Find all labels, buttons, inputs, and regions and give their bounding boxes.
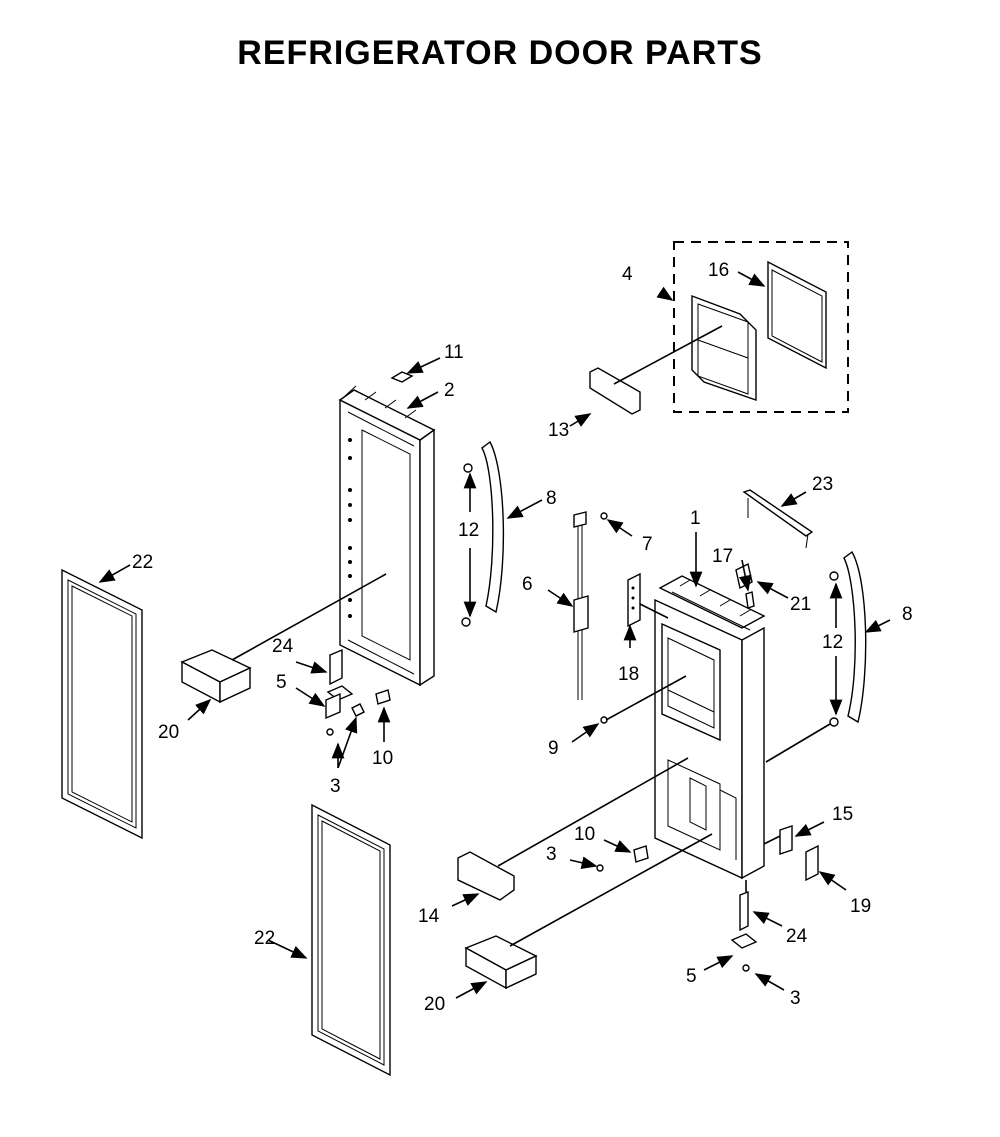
callout-21: 21 (790, 594, 811, 615)
callout-2: 2 (444, 380, 455, 401)
callout-16: 16 (708, 260, 729, 281)
leader-lines (98, 271, 891, 999)
bracket-clip (805, 844, 819, 882)
dispenser-cover (457, 851, 515, 901)
callout-7: 7 (642, 534, 653, 555)
left-door (338, 385, 436, 687)
callout-22-left: 22 (132, 552, 153, 573)
callout-3-mid: 3 (546, 844, 557, 865)
callout-3-left: 3 (330, 776, 341, 797)
callout-5-left: 5 (276, 672, 287, 693)
callout-4: 4 (622, 264, 633, 285)
callout-19: 19 (850, 896, 871, 917)
callout-5-right: 5 (686, 966, 697, 987)
callout-1: 1 (690, 508, 701, 529)
callout-10-right: 10 (574, 824, 595, 845)
callout-6: 6 (522, 574, 533, 595)
left-lower-hinge-parts (325, 648, 391, 736)
callout-24-right: 24 (786, 926, 808, 947)
callout-20-left: 20 (158, 722, 179, 743)
top-bracket (742, 489, 814, 549)
callout-18: 18 (618, 664, 639, 685)
ice-door-assembly-group (673, 241, 849, 413)
callout-17: 17 (712, 546, 733, 567)
right-door-gasket (311, 803, 391, 1077)
callout-15: 15 (832, 804, 853, 825)
page-title: REFRIGERATOR DOOR PARTS (237, 34, 763, 72)
ice-chute-bucket (589, 367, 641, 415)
hinge-cap (390, 371, 414, 383)
left-door-handle (481, 440, 505, 614)
callout-numbers: 11 2 8 12 22 24 5 20 10 3 22 4 16 13 23 … (132, 260, 913, 1015)
cover-plate (779, 825, 793, 855)
callout-24-left: 24 (272, 636, 294, 657)
callout-10-left: 10 (372, 748, 393, 769)
door-rod (573, 511, 589, 700)
callout-14: 14 (418, 906, 440, 927)
callout-13: 13 (548, 420, 569, 441)
right-door-handle (843, 550, 867, 724)
right-door-dispenser (654, 575, 766, 880)
callout-8-left: 8 (546, 488, 557, 509)
callout-12-right: 12 (822, 632, 843, 653)
callout-9: 9 (548, 738, 559, 759)
callout-12-left: 12 (458, 520, 479, 541)
right-lower-hinge-parts (596, 845, 758, 972)
callout-20-lower: 20 (424, 994, 445, 1015)
left-door-bin (180, 649, 252, 704)
lower-door-bin (464, 935, 538, 990)
control-module (627, 572, 641, 628)
callout-22-lower: 22 (254, 928, 275, 949)
hinge-screw (745, 591, 755, 609)
left-door-gasket (61, 568, 143, 840)
callout-11: 11 (444, 342, 464, 363)
callout-23: 23 (812, 474, 833, 495)
callout-8-right: 8 (902, 604, 913, 625)
callout-3-right: 3 (790, 988, 801, 1009)
